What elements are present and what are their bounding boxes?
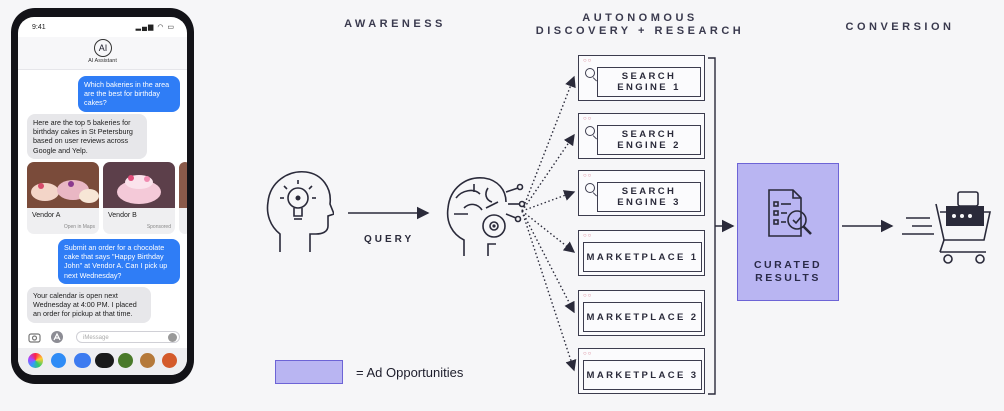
cake-photo-icon — [179, 162, 187, 208]
legend-text: = Ad Opportunities — [356, 365, 464, 380]
phone-screen: 9:41 ▂▄▆ ◠ ▭ AI AI Assistant Which baker… — [18, 17, 187, 375]
photos-app-icon[interactable] — [28, 353, 43, 368]
app-icon[interactable] — [118, 353, 133, 368]
window-dots-icon: ○○ — [583, 58, 593, 64]
assistant-name: AI Assistant — [88, 58, 117, 64]
status-bar: 9:41 ▂▄▆ ◠ ▭ — [18, 17, 187, 37]
curated-line2: RESULTS — [755, 272, 821, 284]
cake-photo-icon — [27, 162, 99, 208]
message-user-1: Which bakeries in the area are the best … — [78, 76, 180, 112]
status-time: 9:41 — [32, 24, 46, 31]
vendor-name: Vendor A — [32, 212, 61, 219]
audio-icon[interactable] — [168, 333, 177, 342]
legend-swatch — [275, 360, 343, 384]
shopping-cart-icon — [902, 191, 991, 264]
magnifier-icon — [585, 183, 595, 193]
app-drawer — [18, 348, 187, 375]
source-marketplace-1: ○○ MARKETPLACE 1 — [578, 230, 705, 276]
source-label-line2: ENGINE 1 — [617, 82, 681, 93]
source-label: MARKETPLACE 1 — [583, 242, 702, 272]
vendor-sub: Sponsored — [146, 224, 171, 230]
app-store-app-icon[interactable] — [51, 353, 66, 368]
fanout-lines — [521, 75, 577, 372]
vendor-card-a[interactable]: Vendor A Open in Maps — [27, 162, 99, 234]
window-dots-icon: ○○ — [583, 116, 593, 122]
imessage-input[interactable]: iMessage — [76, 331, 180, 343]
conversation-header: AI AI Assistant — [18, 37, 187, 70]
window-dots-icon: ○○ — [583, 233, 593, 239]
vendor-card-b[interactable]: Vendor B Sponsored — [103, 162, 175, 234]
window-dots-icon: ○○ — [583, 351, 593, 357]
heading-conversion: CONVERSION — [845, 21, 955, 33]
sources-bracket — [708, 57, 716, 395]
report-search-icon — [768, 189, 812, 237]
query-label: QUERY — [364, 234, 415, 245]
source-label: MARKETPLACE 2 — [583, 302, 702, 332]
compose-bar: iMessage — [18, 328, 187, 346]
curated-line1: CURATED — [753, 259, 823, 271]
window-dots-icon: ○○ — [583, 293, 593, 299]
vendor-card-partial[interactable] — [179, 162, 187, 234]
memoji-app-icon[interactable] — [140, 353, 155, 368]
curated-results-label: CURATED RESULTS — [738, 259, 838, 285]
audio-message-app-icon[interactable] — [74, 353, 91, 368]
magnifier-icon — [585, 126, 595, 136]
heading-discovery-line1: AUTONOMOUS — [582, 12, 698, 24]
memoji-app-icon[interactable] — [162, 353, 177, 368]
camera-icon[interactable] — [28, 331, 41, 343]
heading-awareness: AWARENESS — [344, 18, 446, 30]
source-label-line1: SEARCH — [621, 129, 677, 140]
lightbulb-head-icon — [266, 171, 334, 252]
source-marketplace-2: ○○ MARKETPLACE 2 — [578, 290, 705, 336]
source-label-line1: SEARCH — [621, 71, 677, 82]
message-assistant-1: Here are the top 5 bakeries for birthday… — [27, 114, 147, 159]
apple-cash-app-icon[interactable] — [95, 353, 114, 368]
source-label-line1: SEARCH — [621, 186, 677, 197]
heading-discovery-line2: DISCOVERY + RESEARCH — [535, 25, 745, 37]
vendor-sub: Open in Maps — [63, 224, 95, 230]
message-assistant-2: Your calendar is open next Wednesday at … — [27, 287, 151, 323]
signal-icon: ▂▄▆ ◠ ▭ — [135, 24, 175, 31]
source-label: MARKETPLACE 3 — [583, 360, 702, 390]
source-label-line2: ENGINE 3 — [617, 197, 681, 208]
window-dots-icon: ○○ — [583, 173, 593, 179]
curated-results-box: CURATED RESULTS — [737, 163, 839, 301]
source-label-line2: ENGINE 2 — [617, 140, 681, 151]
cake-photo-icon — [103, 162, 175, 208]
assistant-logo-icon: AI — [94, 39, 112, 57]
vendor-name: Vendor B — [108, 212, 137, 219]
ai-head-icon — [446, 177, 526, 256]
source-marketplace-3: ○○ MARKETPLACE 3 — [578, 348, 705, 394]
app-store-icon[interactable] — [50, 330, 64, 344]
message-user-2: Submit an order for a chocolate cake tha… — [58, 239, 180, 284]
magnifier-icon — [585, 68, 595, 78]
